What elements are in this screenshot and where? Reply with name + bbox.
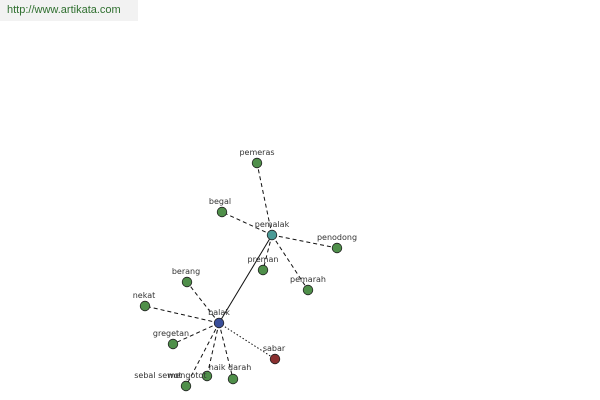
node-sebal-sewot[interactable]: sebal sewot (134, 371, 192, 392)
node-pemalak[interactable]: pemalak (255, 220, 290, 241)
node-marker-preman[interactable] (257, 264, 269, 276)
node-pemarah[interactable]: pemarah (290, 275, 326, 296)
edge-pemalak-begal (221, 211, 273, 236)
node-marker-mengotot[interactable] (201, 370, 213, 382)
node-gregetan[interactable]: gregetan (153, 329, 189, 350)
node-pemeras[interactable]: pemeras (239, 148, 275, 169)
source-url-banner[interactable]: http://www.artikata.com (0, 0, 138, 21)
node-berang[interactable]: berang (172, 267, 200, 288)
node-marker-gregetan[interactable] (167, 338, 179, 350)
node-label-nekat: nekat (133, 291, 156, 300)
node-label-naik-darah: naik darah (209, 363, 252, 372)
node-label-sebal-sewot: sebal sewot (134, 371, 182, 380)
node-balak[interactable]: balak (208, 308, 230, 329)
node-label-sabar: sabar (263, 344, 286, 353)
edge-balak-sebal-sewot (185, 322, 220, 387)
node-preman[interactable]: preman (248, 255, 279, 276)
node-label-gregetan: gregetan (153, 329, 189, 338)
node-label-balak: balak (208, 308, 230, 317)
node-marker-penodong[interactable] (331, 242, 343, 254)
edge-balak-pemalak (218, 234, 273, 324)
node-label-preman: preman (248, 255, 279, 264)
edge-balak-gregetan (172, 322, 220, 345)
node-sabar[interactable]: sabar (263, 344, 286, 365)
node-label-begal: begal (209, 197, 231, 206)
node-label-penodong: penodong (317, 233, 357, 242)
node-naik-darah[interactable]: naik darah (209, 363, 252, 385)
edge-balak-nekat (144, 305, 220, 324)
edge-balak-naik-darah (218, 322, 234, 380)
node-begal[interactable]: begal (209, 197, 231, 218)
node-nekat[interactable]: nekat (133, 291, 156, 312)
node-marker-sebal-sewot[interactable] (180, 380, 192, 392)
node-marker-sabar[interactable] (269, 353, 281, 365)
nodes-layer: balak pemalak pemeras begal penodong preman pe… (133, 148, 357, 392)
node-label-pemarah: pemarah (290, 275, 326, 284)
node-label-mengotot: mengotot (168, 371, 207, 380)
node-penodong[interactable]: penodong (317, 233, 357, 254)
node-marker-naik-darah[interactable] (227, 373, 239, 385)
node-marker-balak[interactable] (213, 317, 225, 329)
edge-balak-mengotot (206, 322, 220, 377)
node-marker-nekat[interactable] (139, 300, 151, 312)
edge-pemalak-pemeras (256, 162, 273, 236)
node-marker-pemeras[interactable] (251, 157, 263, 169)
node-marker-pemarah[interactable] (302, 284, 314, 296)
edge-balak-sabar (218, 322, 276, 360)
node-label-berang: berang (172, 267, 200, 276)
edge-balak-berang (186, 281, 220, 324)
edge-pemalak-pemarah (271, 234, 309, 291)
node-label-pemalak: pemalak (255, 220, 290, 229)
edge-pemalak-preman (262, 234, 273, 271)
node-mengotot[interactable]: mengotot (168, 370, 213, 382)
node-label-pemeras: pemeras (239, 148, 274, 157)
node-marker-pemalak[interactable] (266, 229, 278, 241)
edges-layer (144, 162, 338, 387)
node-marker-berang[interactable] (181, 276, 193, 288)
node-marker-begal[interactable] (216, 206, 228, 218)
